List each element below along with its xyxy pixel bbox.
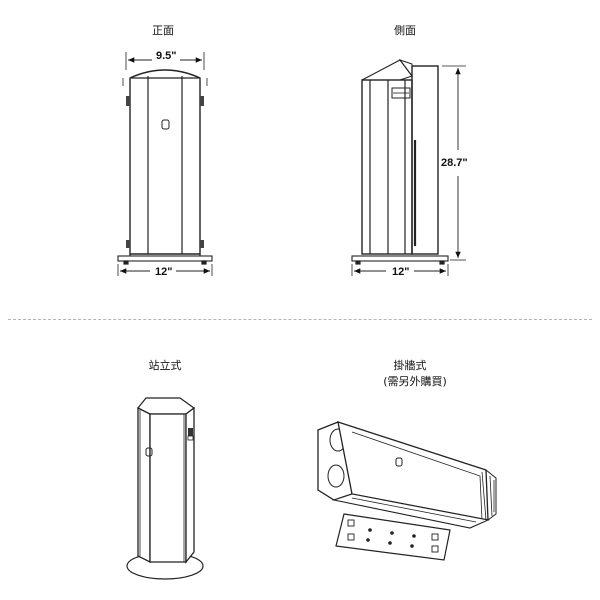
front-width-bottom-dim: 12": [155, 266, 173, 278]
front-view-drawing: [117, 52, 213, 276]
wall-mount-note: (需另外購買): [383, 375, 447, 388]
wall-mount-label: 掛牆式: [393, 359, 427, 372]
front-view-label: 正面: [152, 24, 174, 37]
side-width-bottom-dim: 12": [392, 266, 410, 278]
stand-mount-label: 站立式: [148, 359, 182, 372]
section-divider: [8, 319, 592, 320]
standing-drawing: [126, 397, 204, 580]
side-height-dim: 28.7": [441, 157, 468, 169]
side-view-drawing: [351, 59, 466, 276]
front-width-top-dim: 9.5": [156, 50, 177, 62]
side-view-label: 側面: [394, 24, 416, 37]
wall-mount-drawing: [317, 421, 497, 561]
